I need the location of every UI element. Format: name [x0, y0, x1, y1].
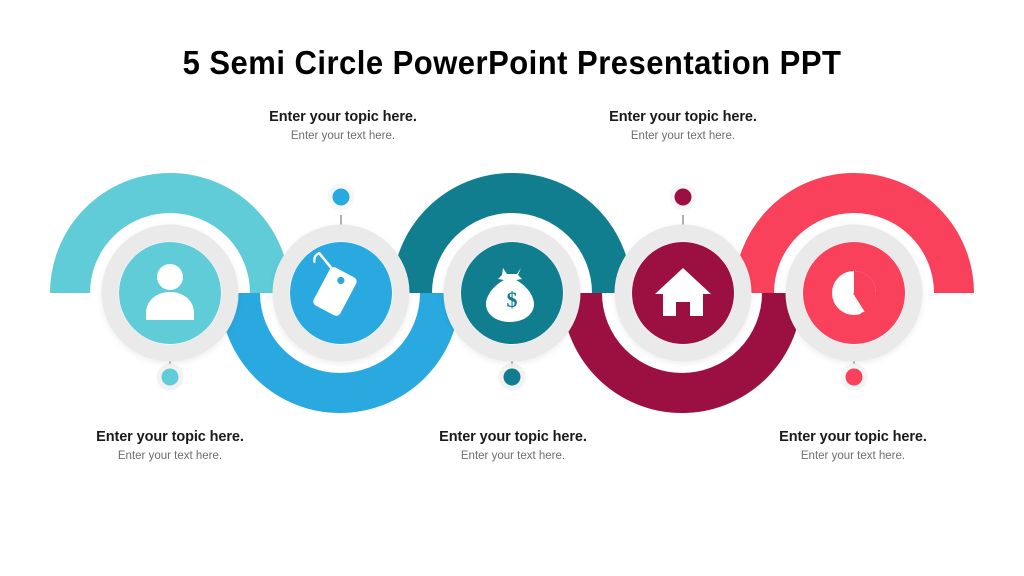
step-label-3: Enter your topic here. Enter your text h… [383, 428, 643, 465]
step-label-1: Enter your topic here. Enter your text h… [40, 428, 300, 465]
step-label-5: Enter your topic here. Enter your text h… [723, 428, 983, 465]
home-icon [655, 268, 711, 316]
connector-dot-step-4 [674, 188, 692, 206]
step-text-3: Enter your text here. [460, 450, 566, 463]
page-title: 5 Semi Circle PowerPoint Presentation PP… [182, 44, 842, 81]
connector-dot-step-2 [332, 188, 350, 206]
step-label-4: Enter your topic here. Enter your text h… [553, 108, 813, 145]
wave-arc-step-4 [562, 292, 802, 413]
step-text-2: Enter your text here. [290, 130, 396, 143]
step-text-4: Enter your text here. [630, 130, 736, 143]
step-label-2: Enter your topic here. Enter your text h… [213, 108, 473, 145]
step-text-1: Enter your text here. [117, 450, 223, 463]
step-topic-5: Enter your topic here. [779, 429, 927, 445]
step-node-3[interactable]: $ [443, 224, 581, 362]
wave-arc-step-3 [392, 173, 632, 294]
wave-arc-group [50, 173, 974, 413]
step-node-1[interactable] [101, 224, 239, 362]
step-text-5: Enter your text here. [800, 450, 906, 463]
step-node-5[interactable] [785, 224, 923, 362]
step-topic-3: Enter your topic here. [439, 429, 587, 445]
wave-arc-step-1 [50, 173, 290, 294]
price-tag-icon [313, 251, 357, 316]
pie-chart-icon [832, 271, 877, 315]
connector-dot-step-5 [845, 368, 863, 386]
user-icon [146, 264, 194, 320]
connector-dot-step-3 [503, 368, 521, 386]
step-topic-2: Enter your topic here. [269, 109, 417, 125]
svg-text:$: $ [507, 287, 518, 312]
connector-dot-step-1 [161, 368, 179, 386]
money-bag-icon: $ [486, 268, 534, 322]
step-node-4[interactable] [614, 224, 752, 362]
step-topic-4: Enter your topic here. [609, 109, 757, 125]
wave-arc-step-2 [220, 292, 460, 413]
step-node-2[interactable] [272, 224, 410, 362]
step-topic-1: Enter your topic here. [96, 429, 244, 445]
wave-arc-step-5 [734, 173, 974, 294]
